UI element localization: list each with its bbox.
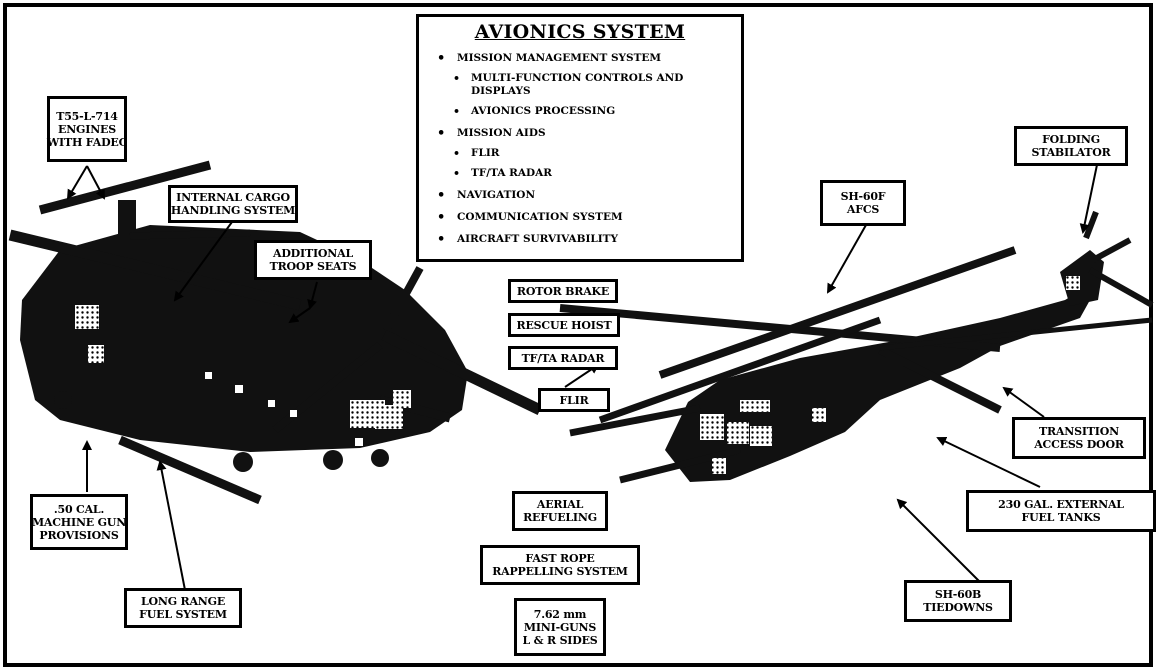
avionics-item: •AVIONICS PROCESSING bbox=[453, 105, 616, 118]
tfta-radar-label: TF/TA RADAR bbox=[508, 346, 618, 370]
avionics-item: •COMMUNICATION SYSTEM bbox=[437, 210, 623, 225]
avionics-item: •TF/TA RADAR bbox=[453, 167, 552, 180]
avionics-item: •MULTI-FUNCTION CONTROLS AND DISPLAYS bbox=[453, 72, 684, 97]
avionics-item: •FLIR bbox=[453, 147, 500, 160]
avionics-item: •MISSION AIDS bbox=[437, 126, 546, 141]
avionics-list: •MISSION MANAGEMENT SYSTEM •MULTI-FUNCTI… bbox=[427, 52, 733, 246]
rescue-hoist-label: RESCUE HOIST bbox=[508, 313, 620, 337]
outer-frame bbox=[3, 3, 1153, 667]
avionics-title: AVIONICS SYSTEM bbox=[474, 21, 686, 43]
avionics-system-box: AVIONICS SYSTEM •MISSION MANAGEMENT SYST… bbox=[416, 14, 744, 262]
flir-label: FLIR bbox=[538, 388, 610, 412]
avionics-item: •NAVIGATION bbox=[437, 188, 536, 203]
avionics-item: •AIRCRAFT SURVIVABILITY bbox=[437, 232, 618, 247]
avionics-item: •MISSION MANAGEMENT SYSTEM bbox=[437, 51, 662, 66]
rotor-brake-label: ROTOR BRAKE bbox=[508, 279, 618, 303]
ch47-helicopter bbox=[8, 160, 543, 505]
leader-arrows bbox=[66, 159, 1099, 591]
